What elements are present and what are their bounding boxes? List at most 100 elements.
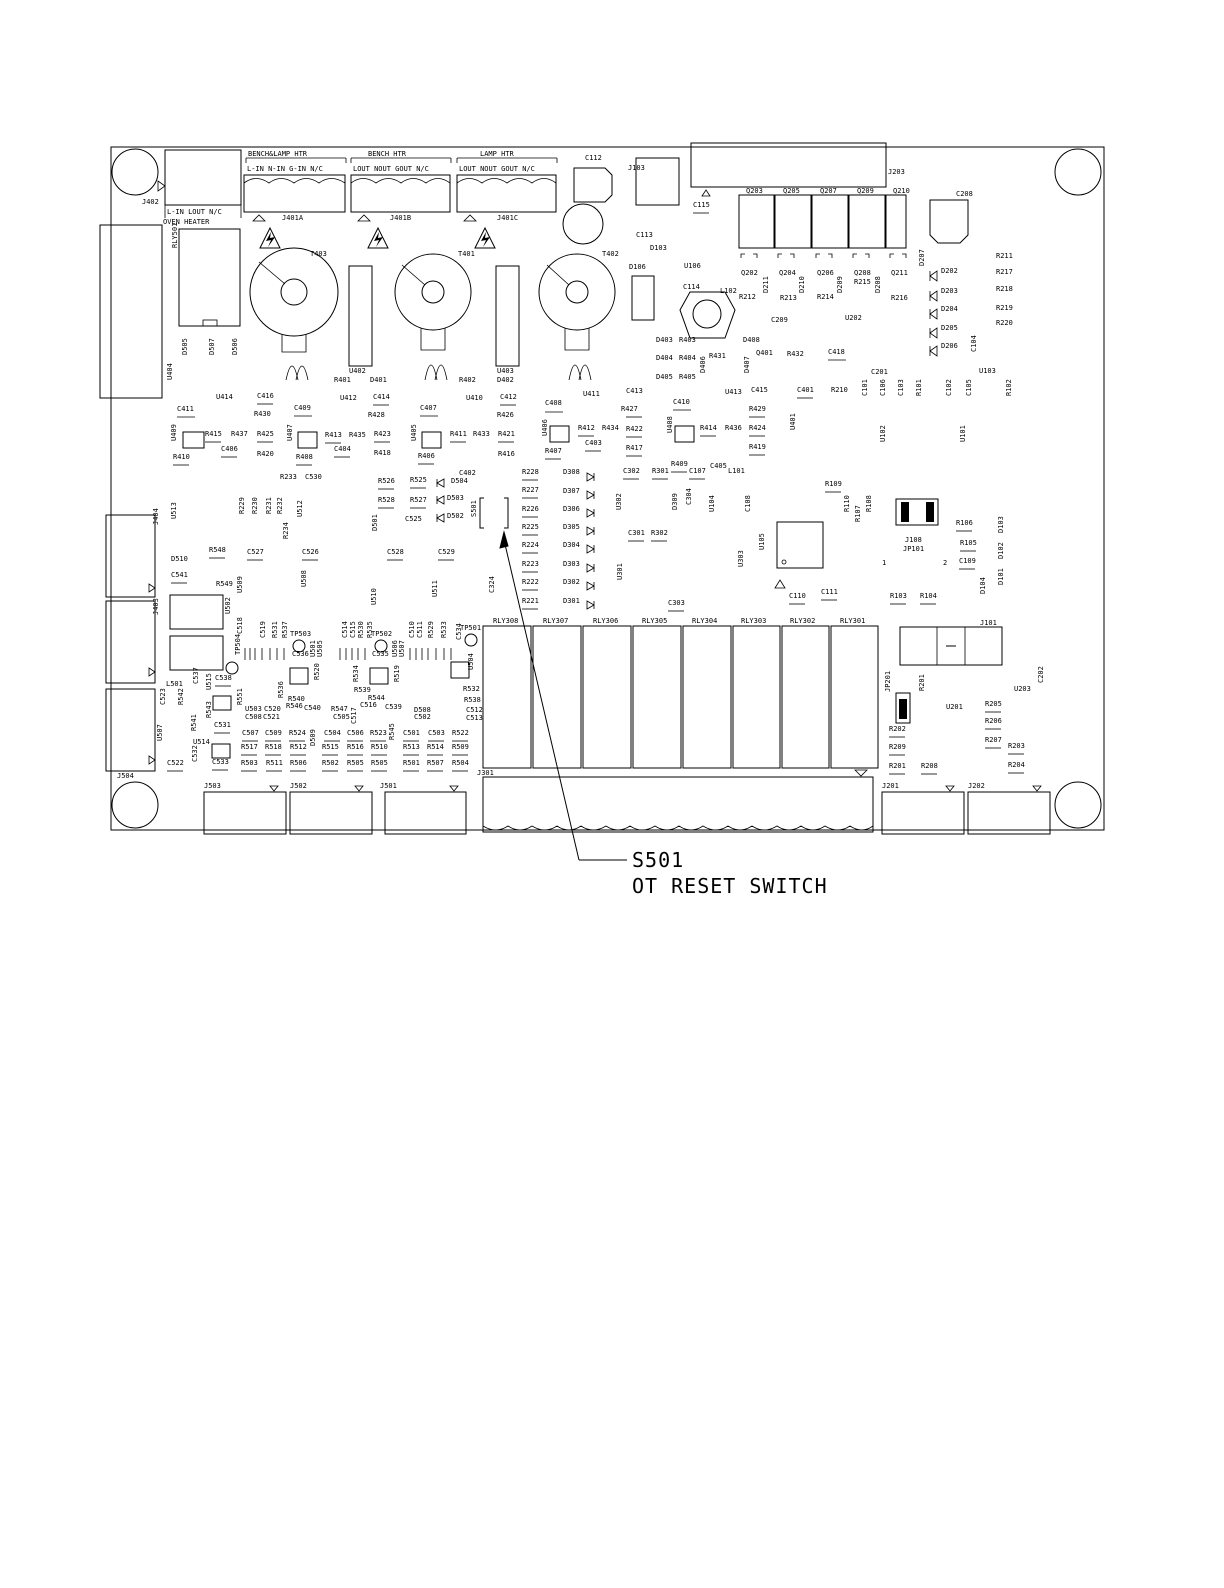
designator-q205: Q205: [783, 187, 800, 195]
designator-r417: R417: [626, 444, 643, 452]
designator-tp504: TP504: [234, 634, 242, 655]
designator-q210: Q210: [893, 187, 910, 195]
connector-j401c: [456, 157, 558, 222]
designator-u414: U414: [216, 393, 233, 401]
designator-r109: R109: [825, 480, 842, 488]
designator-c523: C523: [159, 688, 167, 705]
designator-r549: R549: [216, 580, 233, 588]
header-bench-pins: LOUT NOUT GOUT N/C: [353, 165, 429, 173]
designator-r223: R223: [522, 560, 539, 568]
designator-d406: D406: [699, 356, 707, 373]
designator-c536: C536: [292, 650, 309, 658]
ic-u503: [212, 695, 232, 711]
designator-c508: C508: [245, 713, 262, 721]
designator-u505: U505: [316, 640, 324, 657]
designator-r401: R401: [334, 376, 351, 384]
board-outline: [110, 146, 1105, 831]
designator-q211: Q211: [891, 269, 908, 277]
designator-c503: C503: [428, 729, 445, 737]
designator-d205: D205: [941, 324, 958, 332]
designator-r213: R213: [780, 294, 797, 302]
designator-u403: U403: [497, 367, 514, 375]
designator-c412: C412: [500, 393, 517, 401]
designator-u410: U410: [466, 394, 483, 402]
designator-c530: C530: [305, 473, 322, 481]
designator-d304: D304: [563, 541, 580, 549]
j402-ref: J402: [142, 198, 159, 206]
ic-u408: [674, 425, 695, 443]
designator-r437: R437: [231, 430, 248, 438]
designator-r108: R108: [865, 495, 873, 512]
designator-c208: C208: [956, 190, 973, 198]
designator-t402: T402: [602, 250, 619, 258]
designator-c106: C106: [879, 379, 887, 396]
designator-d208: D208: [874, 276, 882, 293]
mounting-hole-bl: [111, 781, 159, 829]
relay-label-rly302: RLY302: [790, 617, 815, 625]
designator-u502: U502: [224, 597, 232, 614]
designator-r224: R224: [522, 541, 539, 549]
designator-c525: C525: [405, 515, 422, 523]
designator-2: 2: [943, 559, 947, 567]
designator-j108: J108: [905, 536, 922, 544]
diode-column-d301-d308: [586, 472, 595, 610]
designator-tp503: TP503: [290, 630, 311, 638]
designator-d405: D405: [656, 373, 673, 381]
designator-u504: U504: [467, 653, 475, 670]
designator-r429: R429: [749, 405, 766, 413]
designator-r207: R207: [985, 736, 1002, 744]
designator-r110: R110: [843, 495, 851, 512]
designator-q202: Q202: [741, 269, 758, 277]
designator-r525: R525: [410, 476, 427, 484]
designator-u407: U407: [286, 424, 294, 441]
designator-r522: R522: [452, 729, 469, 737]
designator-u201: U201: [946, 703, 963, 711]
connector-j301: [482, 769, 874, 833]
designator-u408: U408: [666, 416, 674, 433]
transistor-q205: [774, 194, 812, 249]
designator-r412: R412: [578, 424, 595, 432]
designator-d508: D508: [414, 706, 431, 714]
designator-c512: C512: [466, 706, 483, 714]
designator-c511: C511: [416, 621, 424, 638]
designator-c501: C501: [403, 729, 420, 737]
designator-r404: R404: [679, 354, 696, 362]
designator-r220: R220: [996, 319, 1013, 327]
designator-j203: J203: [888, 168, 905, 176]
designator-r103: R103: [890, 592, 907, 600]
designator-c101: C101: [861, 379, 869, 396]
designator-r302: R302: [651, 529, 668, 537]
designator-c301: C301: [628, 529, 645, 537]
designator-c409: C409: [294, 404, 311, 412]
designator-d402: D402: [497, 376, 514, 384]
designator-c105: C105: [965, 379, 973, 396]
designator-c304: C304: [685, 488, 693, 505]
connector-j503: [203, 791, 287, 835]
designator-r216: R216: [891, 294, 908, 302]
designator-j103: J103: [628, 164, 645, 172]
designator-r402: R402: [459, 376, 476, 384]
designator-d408: D408: [743, 336, 760, 344]
designator-r104: R104: [920, 592, 937, 600]
designator-c509: C509: [265, 729, 282, 737]
connector-j203: [690, 142, 887, 188]
designator-d510: D510: [171, 555, 188, 563]
designator-1: 1: [882, 559, 886, 567]
designator-r409: R409: [671, 460, 688, 468]
designator-d211: D211: [762, 276, 770, 293]
designator-l101: L101: [728, 467, 745, 475]
designator-c209: C209: [771, 316, 788, 324]
designator-r519: R519: [393, 665, 401, 682]
transformer-t402: [538, 253, 616, 381]
designator-u411: U411: [583, 390, 600, 398]
designator-u104: U104: [708, 495, 716, 512]
designator-r408: R408: [296, 453, 313, 461]
designator-r204: R204: [1008, 761, 1025, 769]
designator-r413: R413: [325, 431, 342, 439]
designator-r421: R421: [498, 430, 515, 438]
designator-u404: U404: [166, 363, 174, 380]
designator-c413: C413: [626, 387, 643, 395]
designator-d206: D206: [941, 342, 958, 350]
designator-r407: R407: [545, 447, 562, 455]
